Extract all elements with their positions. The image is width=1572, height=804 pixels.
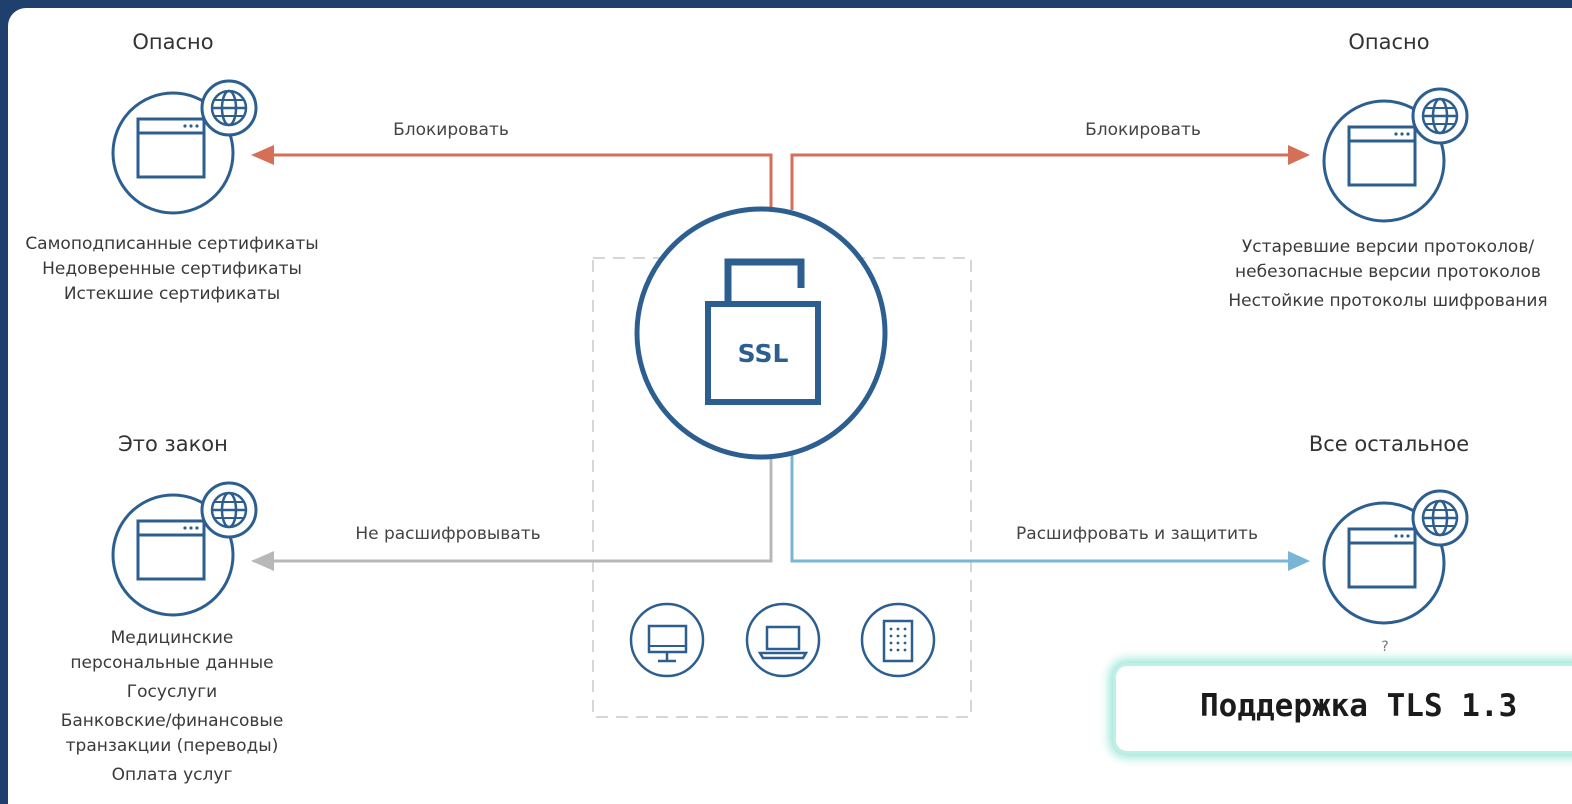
site-icon-bottom-right — [1322, 489, 1469, 625]
top-right-action: Блокировать — [1085, 120, 1201, 140]
list-item: ? — [1381, 639, 1389, 655]
list-item: Банковские/финансовые — [60, 711, 284, 731]
server-icon — [860, 602, 936, 678]
diagram-canvas — [111, 79, 1469, 718]
decrypt-arrowhead — [1288, 551, 1310, 571]
bypass-arrowhead — [251, 551, 274, 571]
top-right-title: Опасно — [1348, 30, 1430, 54]
list-item: Оплата услуг — [111, 765, 233, 785]
list-item: Устаревшие версии протоколов/ — [1241, 237, 1535, 257]
bottom-left-list: Медицинские персональные данные Госуслуг… — [61, 626, 284, 788]
block-left-arrowhead — [251, 145, 274, 165]
top-left-action: Блокировать — [393, 120, 509, 140]
bypass-line — [273, 448, 773, 563]
ssl-lock-icon — [634, 206, 888, 460]
tls-support-text: Поддержка TLS 1.3 — [1200, 688, 1518, 724]
list-item: Госуслуги — [126, 682, 218, 702]
ssl-label: SSL — [737, 339, 789, 368]
top-left-list: Самоподписанные сертификаты Недоверенные… — [25, 232, 318, 307]
block-left-line — [273, 153, 773, 210]
list-item: Истекшие сертификаты — [63, 284, 281, 304]
bottom-right-list: ? — [1381, 635, 1388, 660]
decrypt-line — [790, 448, 1290, 563]
site-icon-top-right — [1322, 87, 1469, 223]
list-item: Нестойкие протоколы шифрования — [1228, 291, 1548, 311]
site-icon-bottom-left — [111, 481, 258, 617]
block-right-line — [790, 153, 1290, 210]
list-item: транзакции (переводы) — [65, 736, 279, 756]
diagram-card: SSL Опасно Блокировать Самоподписанные с… — [8, 8, 1572, 804]
bottom-right-title: Все остальное — [1308, 432, 1470, 456]
list-item: небезопасные версии протоколов — [1235, 262, 1541, 282]
top-left-title: Опасно — [132, 30, 214, 54]
bottom-left-action: Не расшифровывать — [355, 524, 541, 544]
top-right-list: Устаревшие версии протоколов/ небезопасн… — [1228, 235, 1547, 314]
list-item: Недоверенные сертификаты — [42, 259, 302, 279]
bottom-left-title: Это закон — [118, 432, 228, 456]
bottom-right-action: Расшифровать и защитить — [1016, 524, 1258, 544]
desktop-icon — [629, 602, 705, 678]
list-item: Самоподписанные сертификаты — [25, 234, 319, 254]
list-item: персональные данные — [70, 653, 274, 673]
laptop-icon — [745, 602, 821, 678]
site-icon-top-left — [111, 79, 258, 215]
tls-support-box: Поддержка TLS 1.3 — [1113, 663, 1572, 754]
list-item: Медицинские — [110, 628, 234, 648]
block-right-arrowhead — [1288, 145, 1310, 165]
